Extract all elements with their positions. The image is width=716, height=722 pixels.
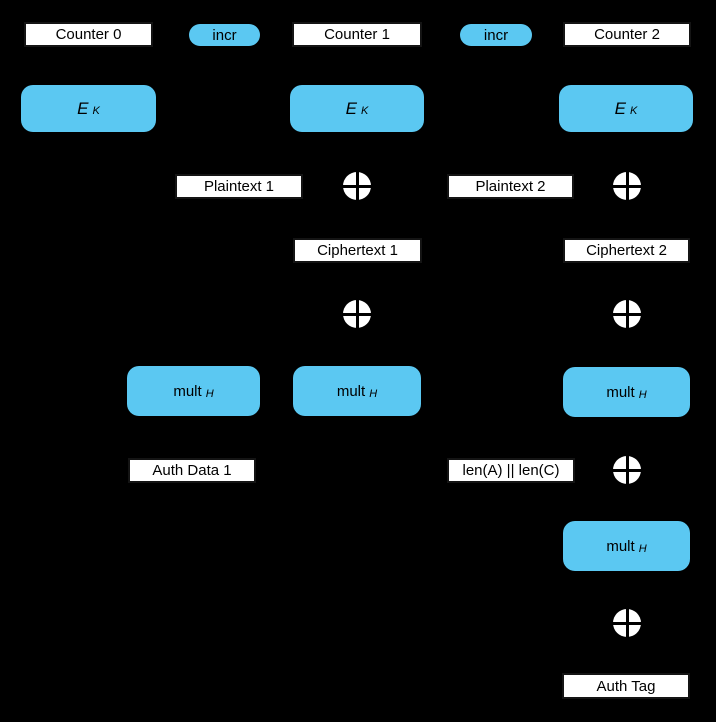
ek-subscript: K — [630, 105, 638, 117]
xor-icon-1 — [343, 172, 371, 200]
plaintext-1-box: Plaintext 1 — [175, 174, 303, 199]
xor-icon-2 — [613, 172, 641, 200]
mult-label: mult — [173, 382, 202, 400]
ciphertext-1-box: Ciphertext 1 — [293, 238, 422, 263]
xor-icon-6 — [613, 609, 641, 637]
mult-subscript: H — [638, 542, 647, 555]
ek-subscript: K — [361, 105, 369, 117]
mult-subscript: H — [638, 388, 647, 401]
xor-icon-4 — [613, 300, 641, 328]
counter-1-box: Counter 1 — [292, 22, 422, 47]
xor-icon-3 — [343, 300, 371, 328]
ciphertext-2-box: Ciphertext 2 — [563, 238, 690, 263]
ek-label: E — [77, 99, 89, 118]
ek-label: E — [345, 99, 357, 118]
incr-block-right: incr — [460, 24, 532, 46]
counter-0-box: Counter 0 — [24, 22, 153, 47]
len-a-len-c-box: len(A) || len(C) — [447, 458, 575, 483]
auth-data-1-box: Auth Data 1 — [128, 458, 256, 483]
mult-subscript: H — [369, 387, 378, 400]
mult-label: mult — [336, 382, 366, 400]
incr-block-left: incr — [189, 24, 260, 46]
counter-2-box: Counter 2 — [563, 22, 691, 47]
ek-label: E — [614, 99, 626, 118]
plaintext-2-box: Plaintext 2 — [447, 174, 574, 199]
mult-label: mult — [606, 383, 635, 401]
ek-subscript: K — [92, 105, 100, 117]
mult-label: mult — [606, 537, 635, 555]
auth-tag-box: Auth Tag — [562, 673, 690, 699]
mult-subscript: H — [205, 387, 214, 400]
xor-icon-5 — [613, 456, 641, 484]
